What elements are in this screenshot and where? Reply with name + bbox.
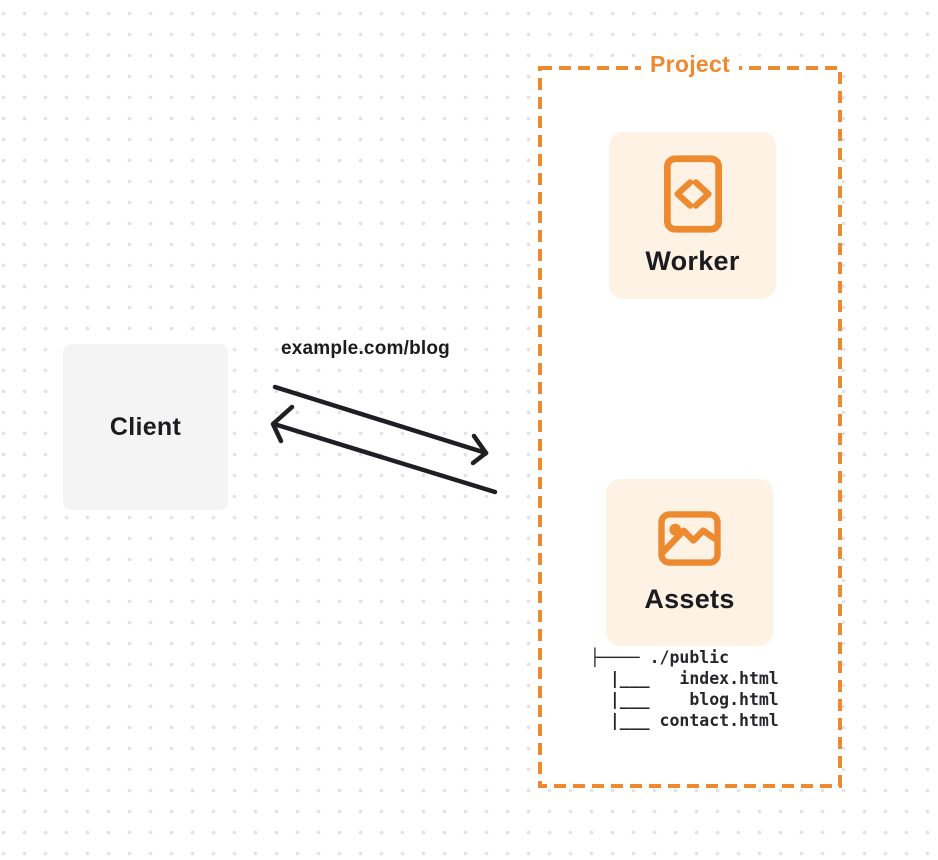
worker-label: Worker <box>645 245 740 276</box>
request-url-label: example.com/blog <box>281 338 450 359</box>
code-icon <box>663 154 722 233</box>
project-container: Project Worker Assets <box>538 51 842 788</box>
file-tree: ├──── ./public |___ index.html |___ blog… <box>590 648 779 730</box>
assets-node: Assets <box>606 479 773 646</box>
project-label: Project <box>640 51 740 78</box>
response-arrow-left <box>270 404 498 495</box>
request-arrow-right <box>272 384 489 466</box>
assets-label: Assets <box>644 583 735 614</box>
client-label: Client <box>109 412 182 441</box>
image-icon <box>658 510 721 566</box>
project-dashed-border <box>538 66 842 788</box>
worker-node: Worker <box>609 132 776 299</box>
client-node: Client <box>63 344 228 510</box>
